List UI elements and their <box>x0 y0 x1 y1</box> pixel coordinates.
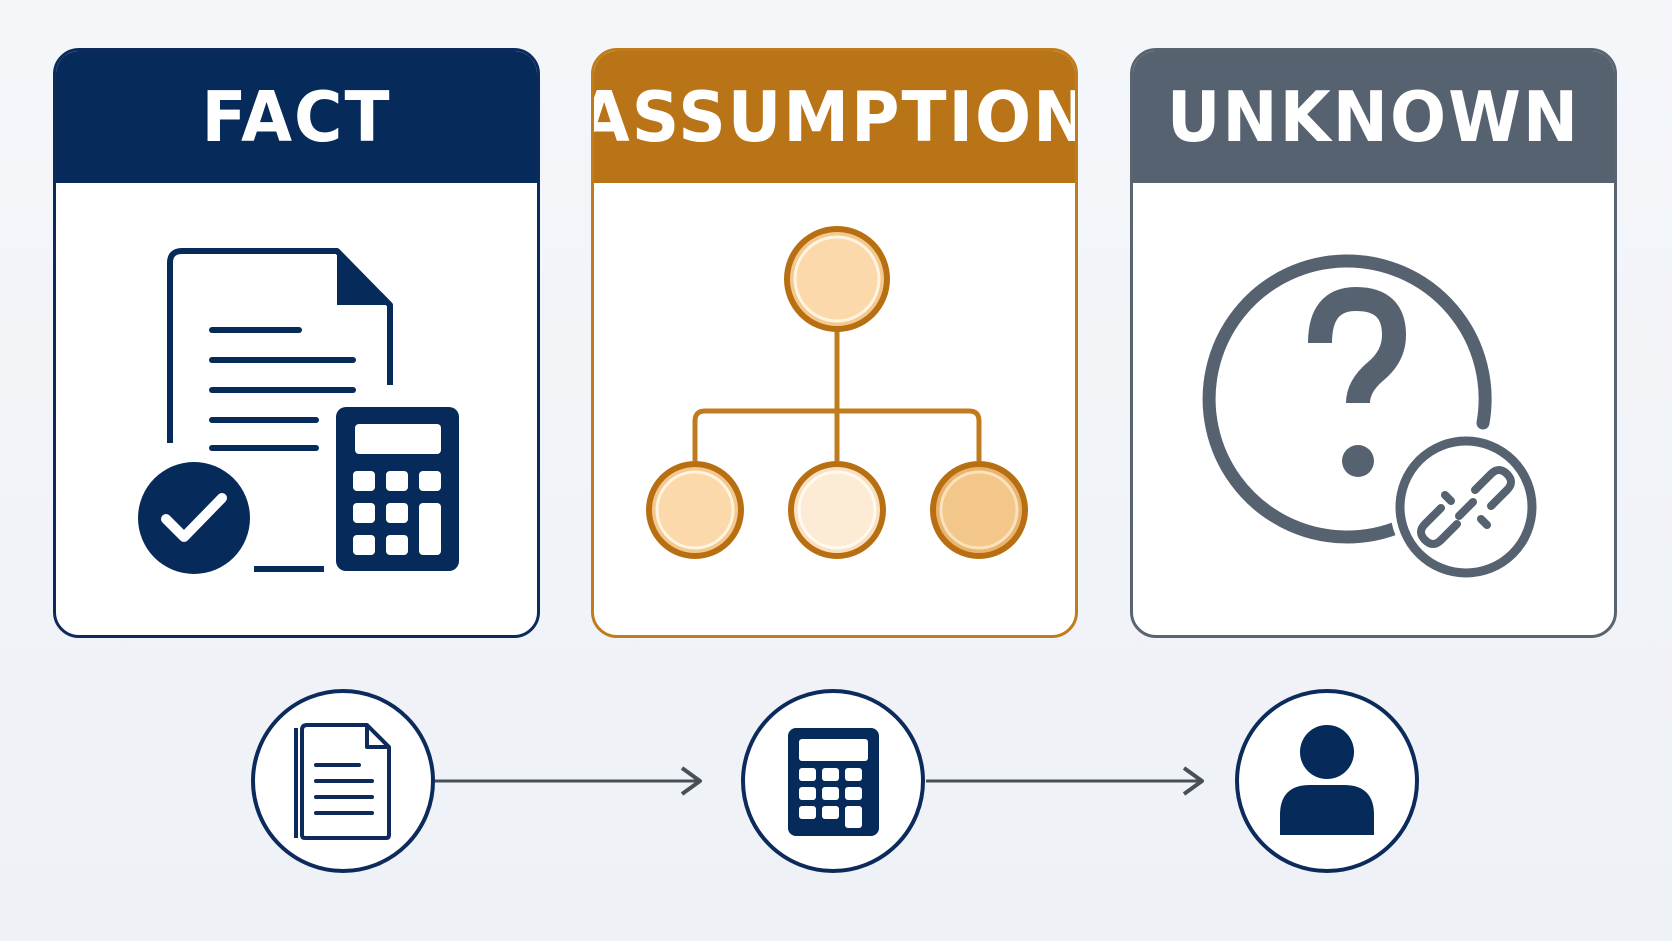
fact-card-body <box>56 183 537 635</box>
assumption-card: ASSUMPTION <box>591 48 1078 638</box>
question-broken-link-icon <box>1202 254 1542 583</box>
tree-child-node-right <box>930 461 1028 559</box>
hierarchy-tree-icon <box>646 226 1028 559</box>
calculator-icon <box>336 407 459 571</box>
unknown-card-header: UNKNOWN <box>1133 51 1614 183</box>
document-calculator-check-icon <box>134 248 459 578</box>
person-icon <box>1280 725 1374 835</box>
tree-root-node <box>784 226 890 332</box>
check-badge-icon <box>134 458 254 578</box>
assumption-card-header: ASSUMPTION <box>594 51 1075 183</box>
calculator-icon <box>788 728 879 836</box>
assumption-card-body <box>594 183 1075 635</box>
unknown-card: UNKNOWN <box>1130 48 1617 638</box>
flow-step-calculator <box>741 689 925 873</box>
unknown-card-body <box>1133 183 1614 635</box>
flow-step-document <box>251 689 435 873</box>
flow-step-person <box>1235 689 1419 873</box>
assumption-card-title: ASSUMPTION <box>591 76 1078 158</box>
broken-link-badge-icon <box>1390 431 1542 583</box>
tree-child-node-left <box>646 461 744 559</box>
document-lines <box>209 327 356 451</box>
arrow-right-icon <box>926 766 1204 796</box>
tree-child-node-middle <box>788 461 886 559</box>
question-mark-icon <box>1308 286 1407 477</box>
fact-card: FACT <box>53 48 540 638</box>
document-icon <box>294 723 391 840</box>
unknown-card-title: UNKNOWN <box>1166 76 1581 158</box>
fact-card-header: FACT <box>56 51 537 183</box>
arrow-right-icon <box>435 766 702 796</box>
fact-card-title: FACT <box>201 76 392 158</box>
